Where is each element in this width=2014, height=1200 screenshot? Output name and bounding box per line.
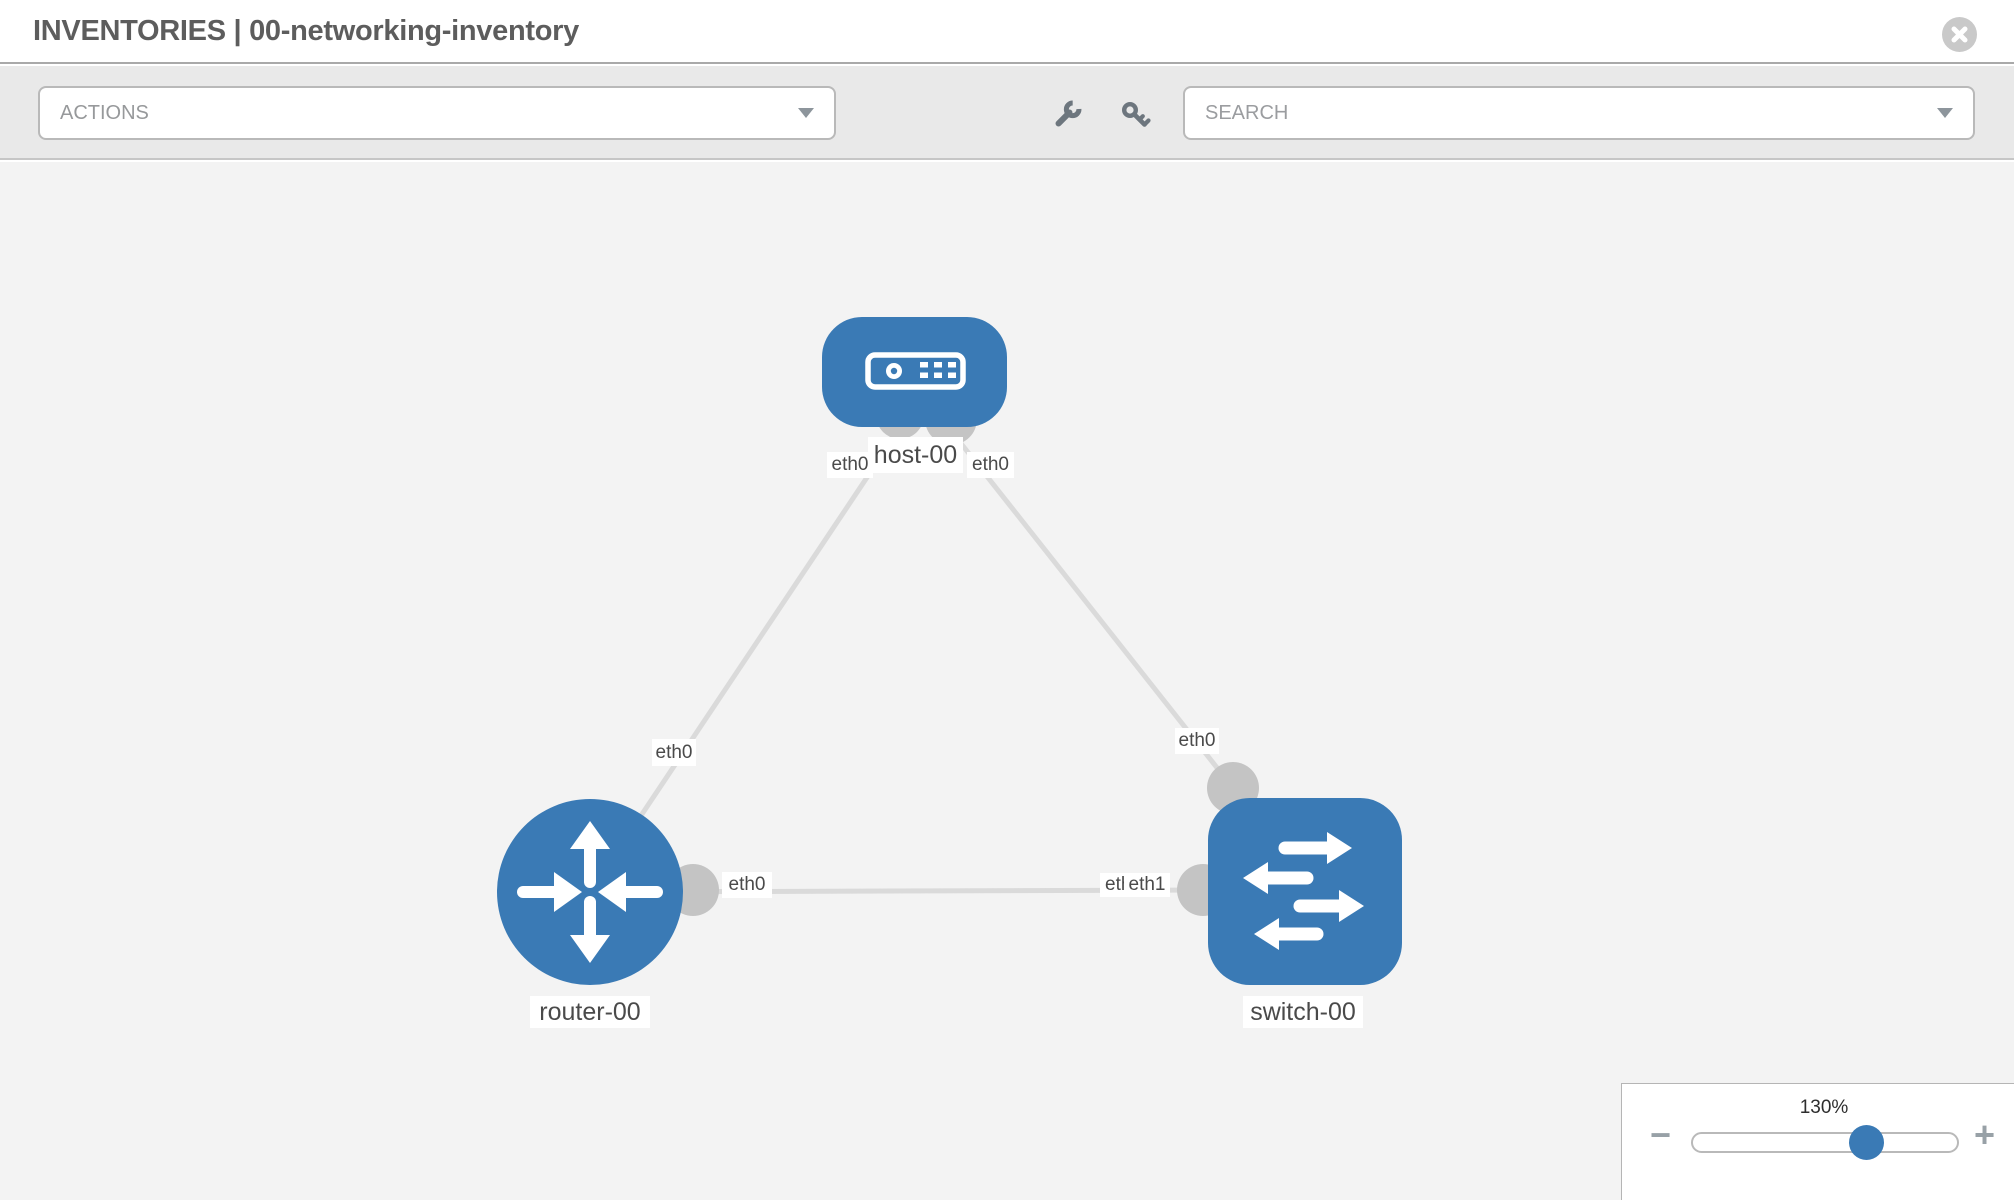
node-label-host: host-00: [868, 437, 963, 473]
zoom-slider-handle[interactable]: [1849, 1125, 1884, 1160]
actions-dropdown-label: ACTIONS: [60, 101, 149, 124]
zoom-out-button[interactable]: −: [1650, 1114, 1672, 1155]
interface-circles: [667, 391, 1259, 916]
zoom-level-value: 130%: [1799, 1097, 1849, 1118]
search-dropdown[interactable]: SEARCH: [1183, 86, 1975, 140]
server-icon: [865, 352, 966, 390]
node-router-00[interactable]: [497, 799, 683, 985]
page-title: INVENTORIES | 00-networking-inventory: [33, 14, 579, 47]
node-label-switch: switch-00: [1243, 996, 1363, 1028]
interface-label: eth0: [1175, 728, 1219, 754]
interface-label: eth0: [722, 872, 772, 898]
interface-label: eth0: [827, 452, 873, 478]
node-switch-00[interactable]: [1208, 798, 1402, 985]
key-icon[interactable]: [1118, 99, 1152, 133]
switch-arrows-icon: [1243, 832, 1364, 950]
search-placeholder: SEARCH: [1205, 101, 1289, 124]
topology-canvas[interactable]: eth0 eth0 eth0 eth0 eth0 eth0 eth1 host-…: [0, 162, 2014, 1200]
wrench-icon[interactable]: [1050, 98, 1084, 132]
link-host-switch[interactable]: [946, 425, 1235, 790]
interface-label: eth1: [1124, 873, 1170, 897]
links: [587, 423, 1235, 895]
header: INVENTORIES | 00-networking-inventory: [0, 0, 2014, 64]
close-icon: [1951, 26, 1968, 43]
interface-label: eth0: [652, 739, 696, 766]
node-label-router: router-00: [530, 996, 650, 1028]
chevron-down-icon: [1937, 108, 1953, 118]
close-button[interactable]: [1942, 17, 1977, 52]
chevron-down-icon: [798, 108, 814, 118]
zoom-in-button[interactable]: +: [1974, 1114, 1996, 1155]
toolbar: ACTIONS SEARCH: [0, 66, 2014, 160]
interface-label: eth0: [967, 452, 1014, 478]
zoom-control-panel: 130% − +: [1621, 1083, 2014, 1200]
node-host-00[interactable]: [822, 317, 1007, 427]
router-arrows-icon: [517, 821, 663, 963]
actions-dropdown[interactable]: ACTIONS: [38, 86, 836, 140]
zoom-slider-track[interactable]: [1691, 1125, 1959, 1160]
link-host-router[interactable]: [587, 423, 905, 894]
